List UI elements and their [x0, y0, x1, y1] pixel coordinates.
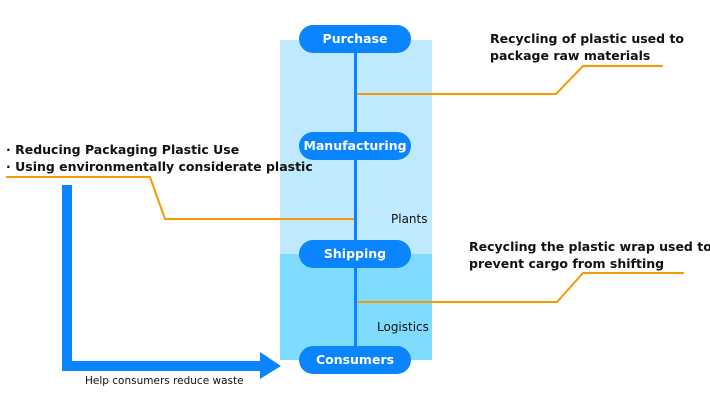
note-cargo: Recycling the plastic wrap used to preve…: [469, 238, 710, 272]
note-packaging-line1: · Reducing Packaging Plastic Use: [6, 142, 240, 157]
zone-label-plants: Plants: [391, 212, 428, 226]
node-manufacturing: Manufacturing: [299, 132, 411, 160]
zone-label-logistics: Logistics: [377, 320, 429, 334]
note-raw-materials-line2: package raw materials: [490, 48, 651, 63]
note-packaging-line2: · Using environmentally considerate plas…: [6, 159, 313, 174]
leader-cargo: [357, 272, 684, 303]
note-raw-materials-line1: Recycling of plastic used to: [490, 31, 685, 46]
note-raw-materials: Recycling of plastic used to package raw…: [490, 30, 684, 64]
arrow-caption: Help consumers reduce waste: [85, 375, 244, 387]
leader-raw-materials: [357, 65, 663, 95]
node-consumers: Consumers: [299, 346, 411, 374]
flow-spine: [354, 40, 357, 360]
note-packaging: · Reducing Packaging Plastic Use · Using…: [6, 141, 313, 175]
note-cargo-line1: Recycling the plastic wrap used to: [469, 239, 710, 254]
leader-packaging: [6, 176, 355, 220]
reduce-waste-arrow: [62, 185, 281, 379]
note-cargo-line2: prevent cargo from shifting: [469, 256, 665, 271]
node-shipping: Shipping: [299, 240, 411, 268]
node-purchase: Purchase: [299, 25, 411, 53]
